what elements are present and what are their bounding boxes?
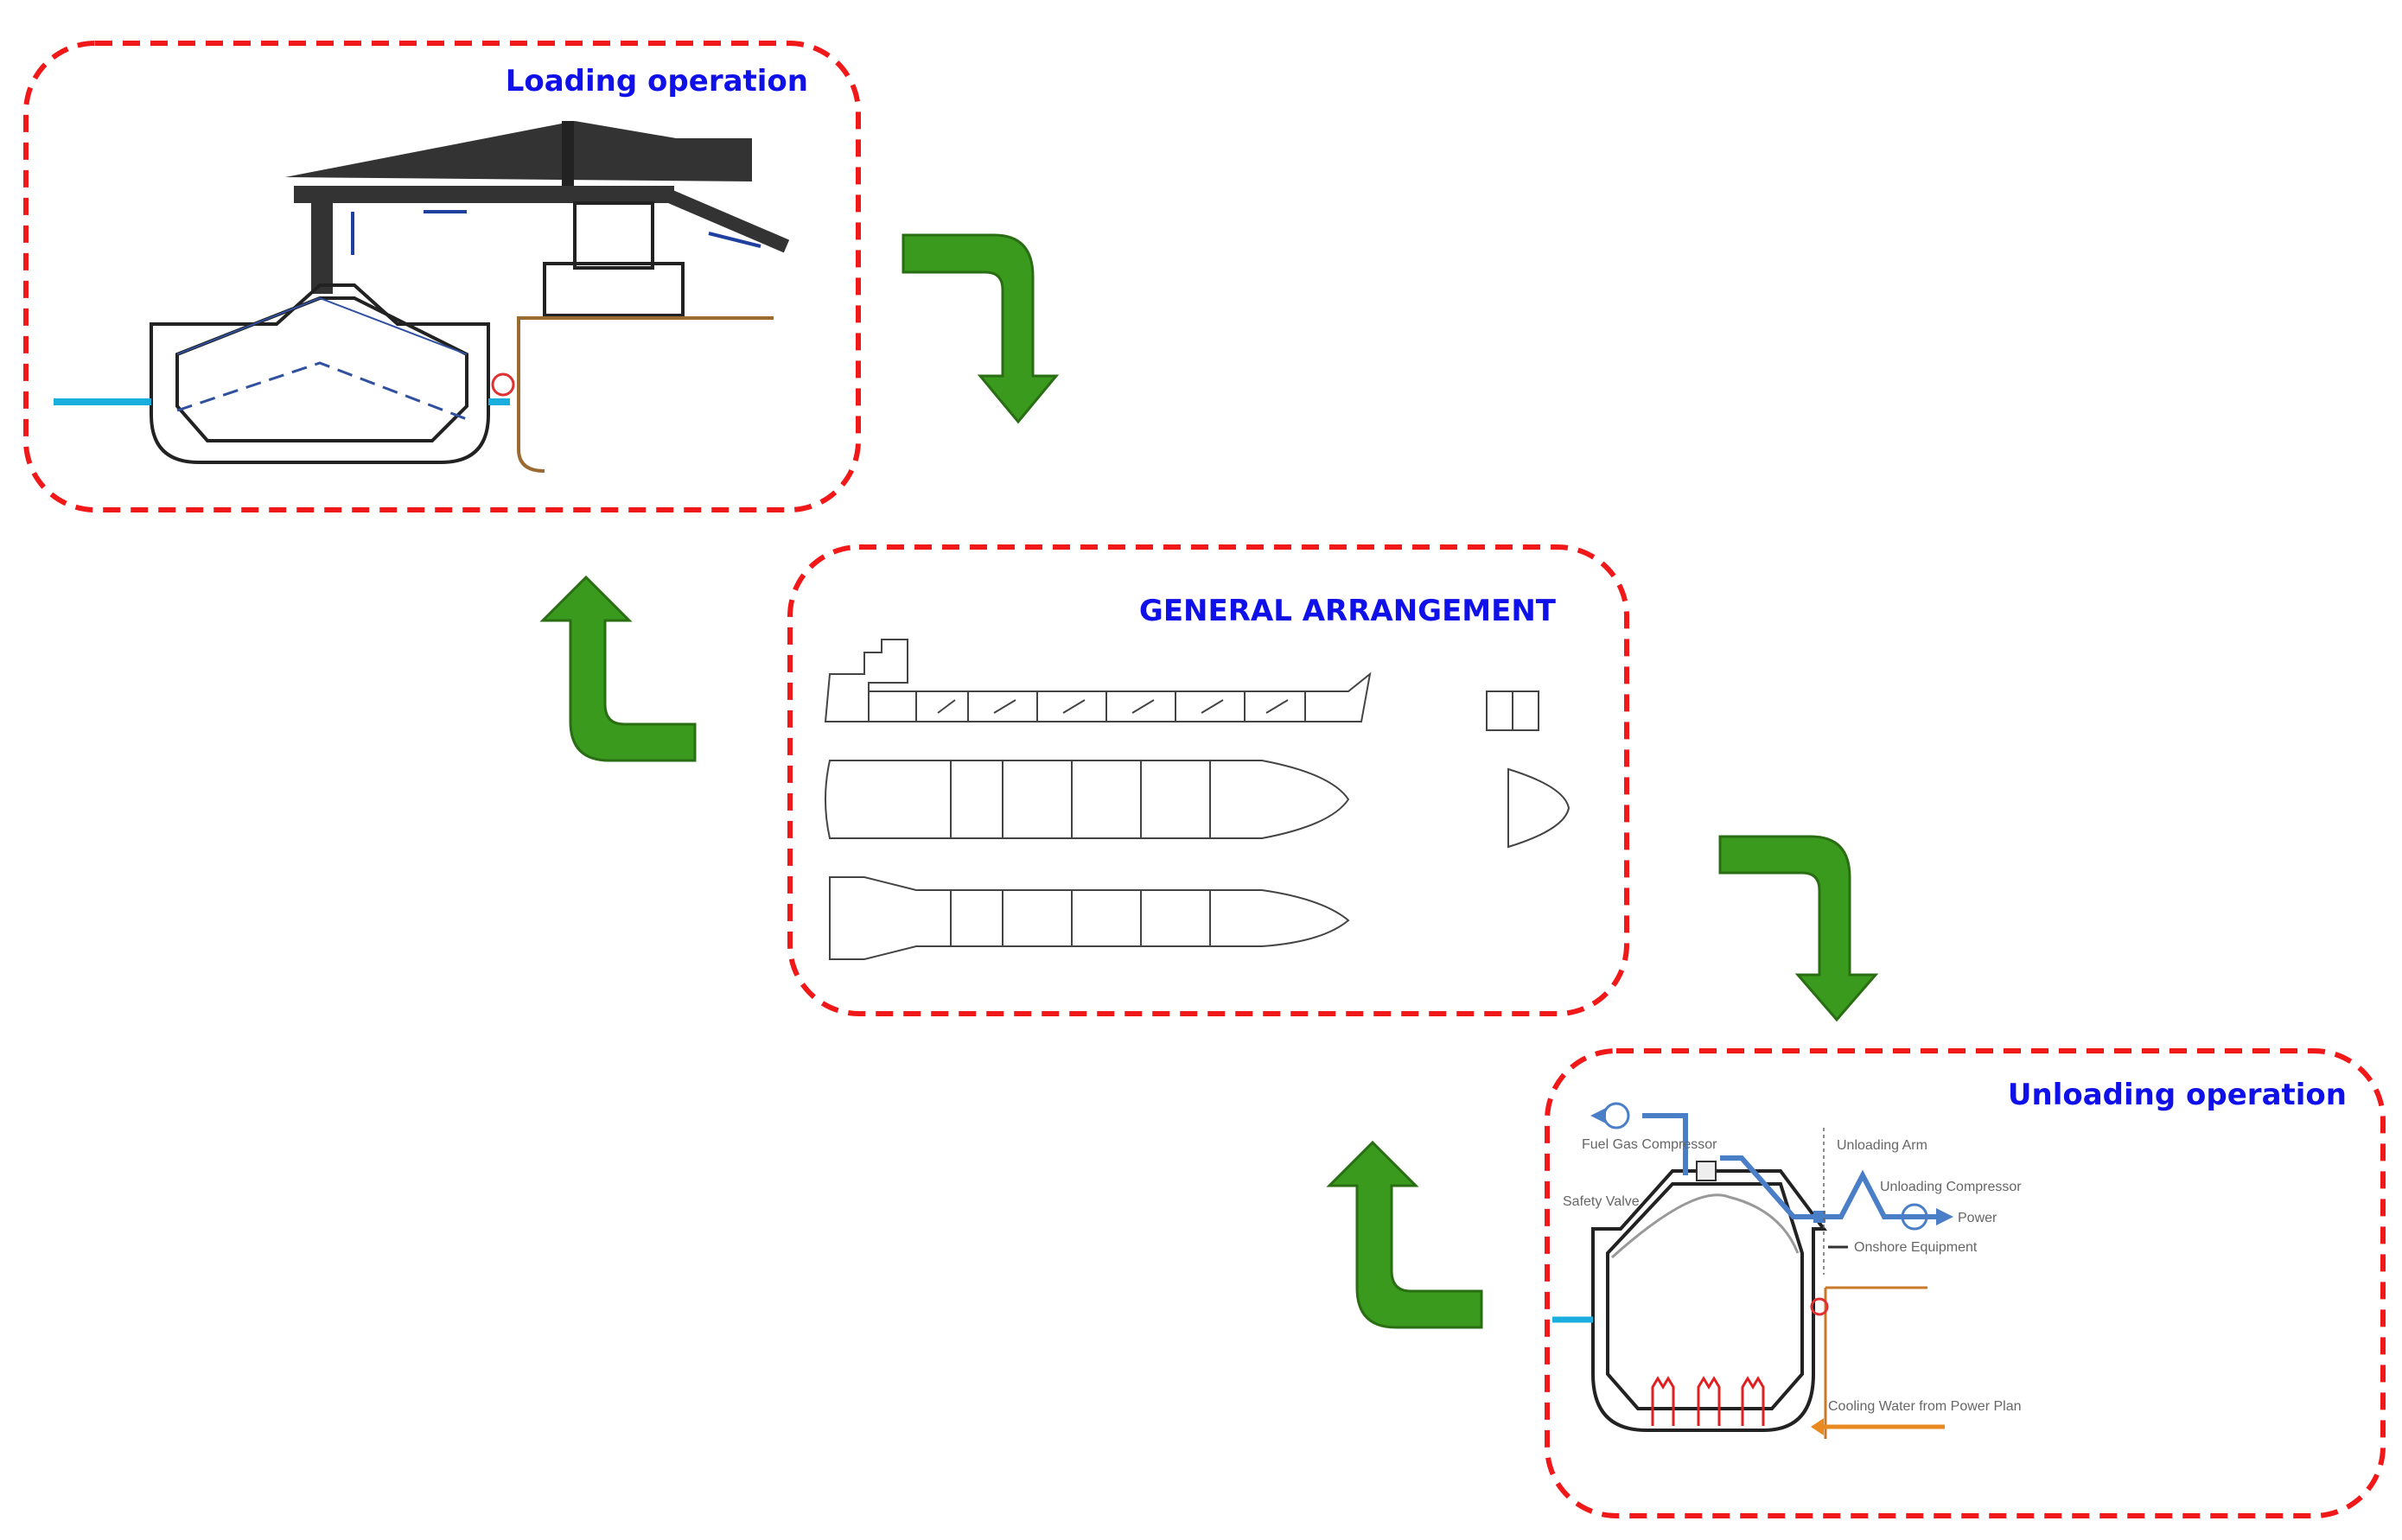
- power-label: Power: [1958, 1211, 1997, 1225]
- loading-operation-panel: Loading operation: [23, 41, 861, 512]
- general-arrangement-panel: GENERAL ARRANGEMENT: [787, 544, 1629, 1016]
- fuel-gas-compressor-label: Fuel Gas Compressor: [1582, 1137, 1717, 1152]
- unloading-operation-panel: Unloading operation Fu: [1545, 1048, 2386, 1518]
- general-arrangement-title: GENERAL ARRANGEMENT: [1139, 594, 1557, 628]
- safety-valve-label: Safety Valve: [1563, 1194, 1640, 1209]
- unloading-title: Unloading operation: [2008, 1078, 2347, 1112]
- arrow-general-to-loading: [539, 575, 697, 762]
- onshore-equipment-label: Onshore Equipment: [1854, 1240, 1978, 1255]
- unloading-compressor-label: Unloading Compressor: [1880, 1180, 2022, 1194]
- arrow-unloading-to-general: [1326, 1140, 1483, 1329]
- unloading-arm-label: Unloading Arm: [1837, 1138, 1927, 1153]
- loading-title: Loading operation: [506, 64, 808, 99]
- arrow-loading-to-general: [902, 233, 1060, 424]
- loading-diagram: [54, 121, 790, 473]
- ship-plan-drawings: [824, 639, 1571, 960]
- cooling-water-label: Cooling Water from Power Plan: [1828, 1399, 2022, 1414]
- arrow-general-to-unloading: [1718, 835, 1879, 1022]
- unloading-diagram: Fuel Gas Compressor Safety Valve Unloadi…: [1552, 1102, 2022, 1439]
